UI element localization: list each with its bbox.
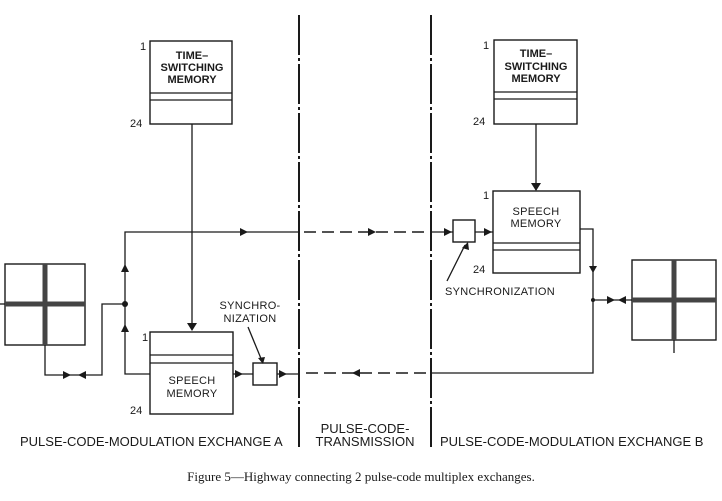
- sync-b-label: SYNCHRONIZATION: [445, 286, 555, 298]
- arrow-matrix-b-right: [607, 296, 615, 304]
- region-label-exchange-b: PULSE-CODE-MODULATION EXCHANGE B: [440, 434, 703, 449]
- time-switching-memory-a: TIME– SWITCHING MEMORY 1 24: [130, 40, 233, 130]
- arrow-matrix-b-left: [618, 296, 626, 304]
- arrow-down-tsm-a: [187, 323, 197, 331]
- tsm-a-index-last: 24: [130, 118, 142, 130]
- sync-a-line2: NIZATION: [224, 313, 277, 325]
- tsm-a-index-first: 1: [140, 41, 146, 53]
- sm-a-line2: MEMORY: [166, 388, 217, 400]
- arrow-into-sync-a: [279, 370, 287, 378]
- tsm-a-line3: MEMORY: [167, 74, 217, 86]
- arrow-into-sm-b: [484, 228, 492, 236]
- tsm-b-line1: TIME–: [520, 48, 552, 60]
- arrow-up-lower: [121, 324, 129, 332]
- exchange-b: TIME– SWITCHING MEMORY 1 24 SPEECH MEMOR…: [431, 39, 717, 374]
- transmission-region: [304, 228, 428, 377]
- arrow-transmission-forward: [368, 228, 376, 236]
- arrow-into-sync-b: [444, 228, 452, 236]
- region-label-exchange-a: PULSE-CODE-MODULATION EXCHANGE A: [20, 434, 283, 449]
- arrow-into-sm-a: [235, 370, 243, 378]
- arrow-matrix-a-right: [63, 371, 71, 379]
- sm-b-index-first: 1: [483, 190, 489, 202]
- region-label-transmission-2: TRANSMISSION: [316, 434, 415, 449]
- time-switching-memory-b: TIME– SWITCHING MEMORY 1 24: [473, 39, 578, 128]
- arrow-up-upper: [121, 264, 129, 272]
- sync-a-line1: SYNCHRO-: [219, 300, 280, 312]
- sm-a-index-first: 1: [142, 332, 148, 344]
- sm-b-line1: SPEECH: [512, 206, 559, 218]
- tsm-b-line3: MEMORY: [511, 73, 561, 85]
- arrow-down-tsm-b: [531, 183, 541, 191]
- arrow-down-b: [589, 266, 597, 273]
- arrow-matrix-a-left: [78, 371, 86, 379]
- switching-matrix-b: [631, 259, 717, 353]
- region-label-transmission-1: PULSE-CODE-: [321, 421, 410, 436]
- arrow-transmission-return: [352, 369, 360, 377]
- speech-memory-a: SPEECH MEMORY 1 24: [130, 331, 234, 417]
- sm-b-line2: MEMORY: [510, 218, 561, 230]
- tsm-b-index-first: 1: [483, 40, 489, 52]
- sm-a-line1: SPEECH: [168, 375, 215, 387]
- switching-matrix-a: [0, 263, 86, 346]
- sm-b-index-last: 24: [473, 264, 485, 276]
- tsm-b-index-last: 24: [473, 116, 485, 128]
- sm-a-index-last: 24: [130, 405, 142, 417]
- exchange-a: TIME– SWITCHING MEMORY 1 24 SPEECH MEMOR…: [0, 40, 299, 417]
- tsm-a-line2: SWITCHING: [161, 62, 224, 74]
- synchronization-b: SYNCHRONIZATION: [445, 219, 555, 298]
- tsm-a-line1: TIME–: [176, 50, 208, 62]
- figure-caption: Figure 5—Highway connecting 2 pulse-code…: [187, 469, 535, 484]
- speech-memory-b: SPEECH MEMORY 1 24: [473, 190, 581, 276]
- arrow-right-highway-a: [240, 228, 248, 236]
- tsm-b-line2: SWITCHING: [505, 61, 568, 73]
